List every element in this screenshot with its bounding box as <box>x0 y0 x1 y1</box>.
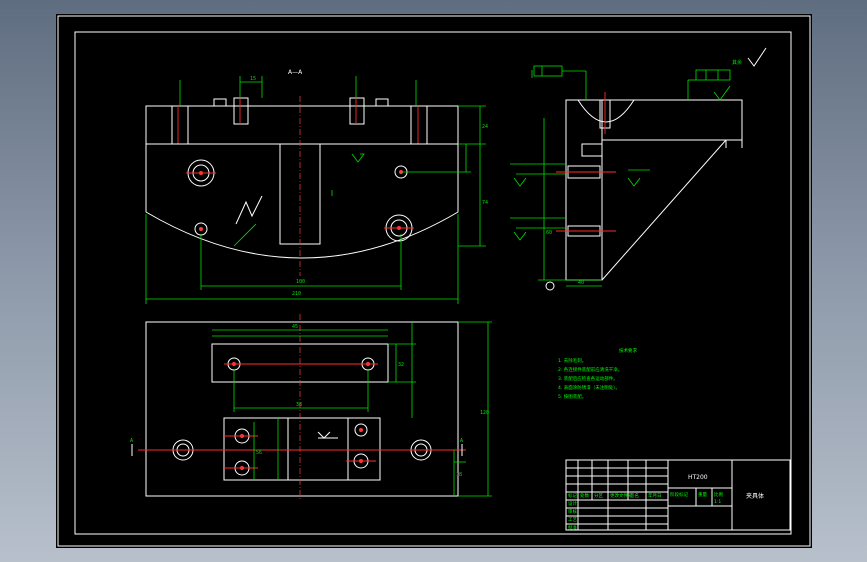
title-scale-label: 比例 <box>714 491 723 498</box>
title-row-design: 设计 <box>568 500 577 507</box>
note-item-1: 1. 去除毛刺。 <box>558 357 586 364</box>
notes-heading: 技术要求 <box>619 347 637 354</box>
dim-front-width: 210 <box>292 291 301 297</box>
technical-notes: 技术要求 1. 去除毛刺。 2. 各连接件装配前应清洗干净。 3. 装配后应检查… <box>558 347 637 400</box>
top-view-dimensions: 45 38 120 32 56 18 <box>212 321 492 497</box>
surface-roughness-note: 其余 <box>732 59 742 66</box>
sheet-outer-border <box>57 15 811 547</box>
cad-drawing: 210 100 74 24 15 A—A <box>57 15 811 547</box>
dim-plate-thickness: 24 <box>482 124 488 130</box>
cad-viewport[interactable]: 210 100 74 24 15 A—A <box>56 14 812 548</box>
title-block: HT200 夹具体 标记 处数 分区 更改文件号 签名 年月日 设计 审核 工艺… <box>565 459 791 531</box>
title-header-date: 年月日 <box>648 492 662 499</box>
dim-top-hole-spacing: 38 <box>296 402 302 408</box>
section-label: A—A <box>288 69 303 76</box>
note-item-4: 4. 表面涂防锈漆（未注明处）。 <box>558 384 620 391</box>
dim-top-slot-length: 45 <box>292 324 298 330</box>
front-view-dimensions: 210 100 74 24 15 A—A <box>145 69 488 304</box>
dim-edge-offset: 18 <box>456 472 462 478</box>
title-row-process: 工艺 <box>568 517 577 523</box>
title-scale-value: 1:1 <box>714 499 721 505</box>
front-section-view <box>145 96 459 276</box>
datum-label-left: A <box>130 438 133 444</box>
dim-front-height: 74 <box>482 200 488 206</box>
dim-hole-spacing: 100 <box>296 279 305 285</box>
sheet-inner-border <box>74 31 792 535</box>
title-header-change: 更改文件号 <box>610 492 633 499</box>
title-row-review: 审核 <box>568 508 577 515</box>
title-weight: 重量 <box>698 491 707 498</box>
note-item-5: 5. 按图装配。 <box>558 393 586 400</box>
top-view: A A <box>130 314 466 500</box>
material-code: HT200 <box>688 474 708 481</box>
part-name: 夹具体 <box>746 492 764 500</box>
dim-slot-depth: 32 <box>398 362 404 368</box>
dim-block-width: 56 <box>256 450 262 456</box>
dim-top-depth: 120 <box>480 410 489 416</box>
title-row-approve: 批准 <box>568 524 577 531</box>
dim-slot-width: 15 <box>250 76 256 82</box>
title-header-count: 处数 <box>580 492 589 499</box>
dim-side-height: 60 <box>546 230 552 236</box>
note-item-2: 2. 各连接件装配前应清洗干净。 <box>558 366 622 373</box>
note-item-3: 3. 装配后应检查各运动部件。 <box>558 375 618 382</box>
side-view <box>556 92 743 281</box>
title-header-mark: 标记 <box>568 492 577 499</box>
dim-side-width: 40 <box>578 280 584 286</box>
title-header-zone: 分区 <box>594 492 603 499</box>
datum-label-right: A <box>460 438 463 444</box>
title-stage: 阶段标记 <box>670 491 688 498</box>
side-view-annotations: 其余 40 60 <box>510 47 767 291</box>
title-header-sign: 签名 <box>630 492 639 499</box>
